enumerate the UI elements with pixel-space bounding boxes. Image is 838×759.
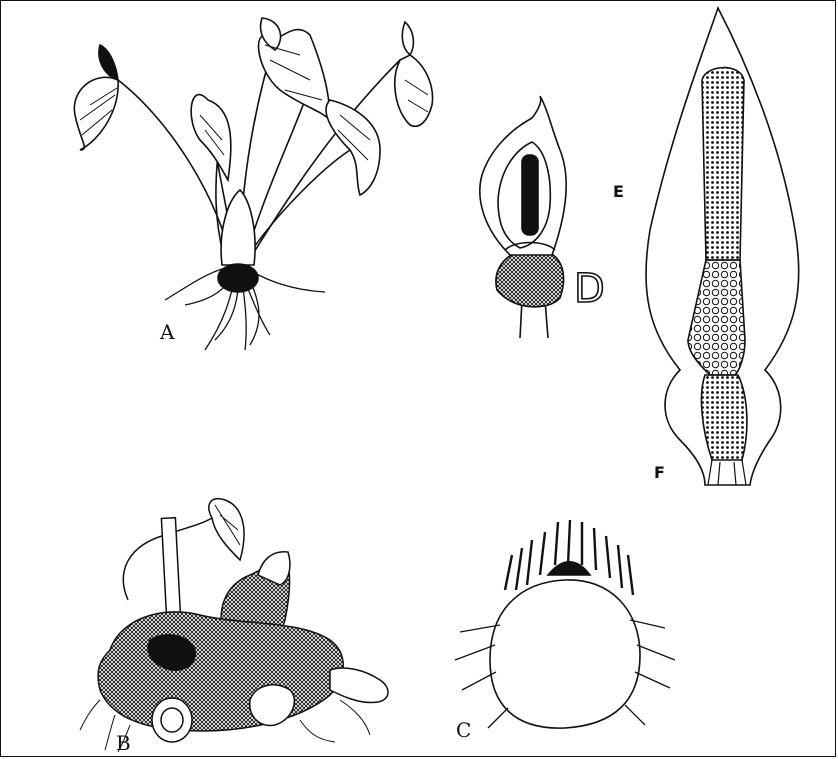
- label-c: C: [456, 718, 471, 742]
- drawing-d-inflorescence: [480, 96, 566, 338]
- drawing-ef-spadix: [646, 8, 799, 485]
- label-e: E: [613, 182, 624, 201]
- drawing-a-whole-plant: [74, 18, 432, 350]
- label-b: B: [116, 731, 131, 755]
- label-d: D: [574, 266, 605, 312]
- label-f: F: [654, 463, 665, 482]
- drawing-c-corm-section: [455, 520, 675, 728]
- label-a: A: [159, 320, 175, 344]
- drawing-b-corm-cluster: [80, 499, 388, 752]
